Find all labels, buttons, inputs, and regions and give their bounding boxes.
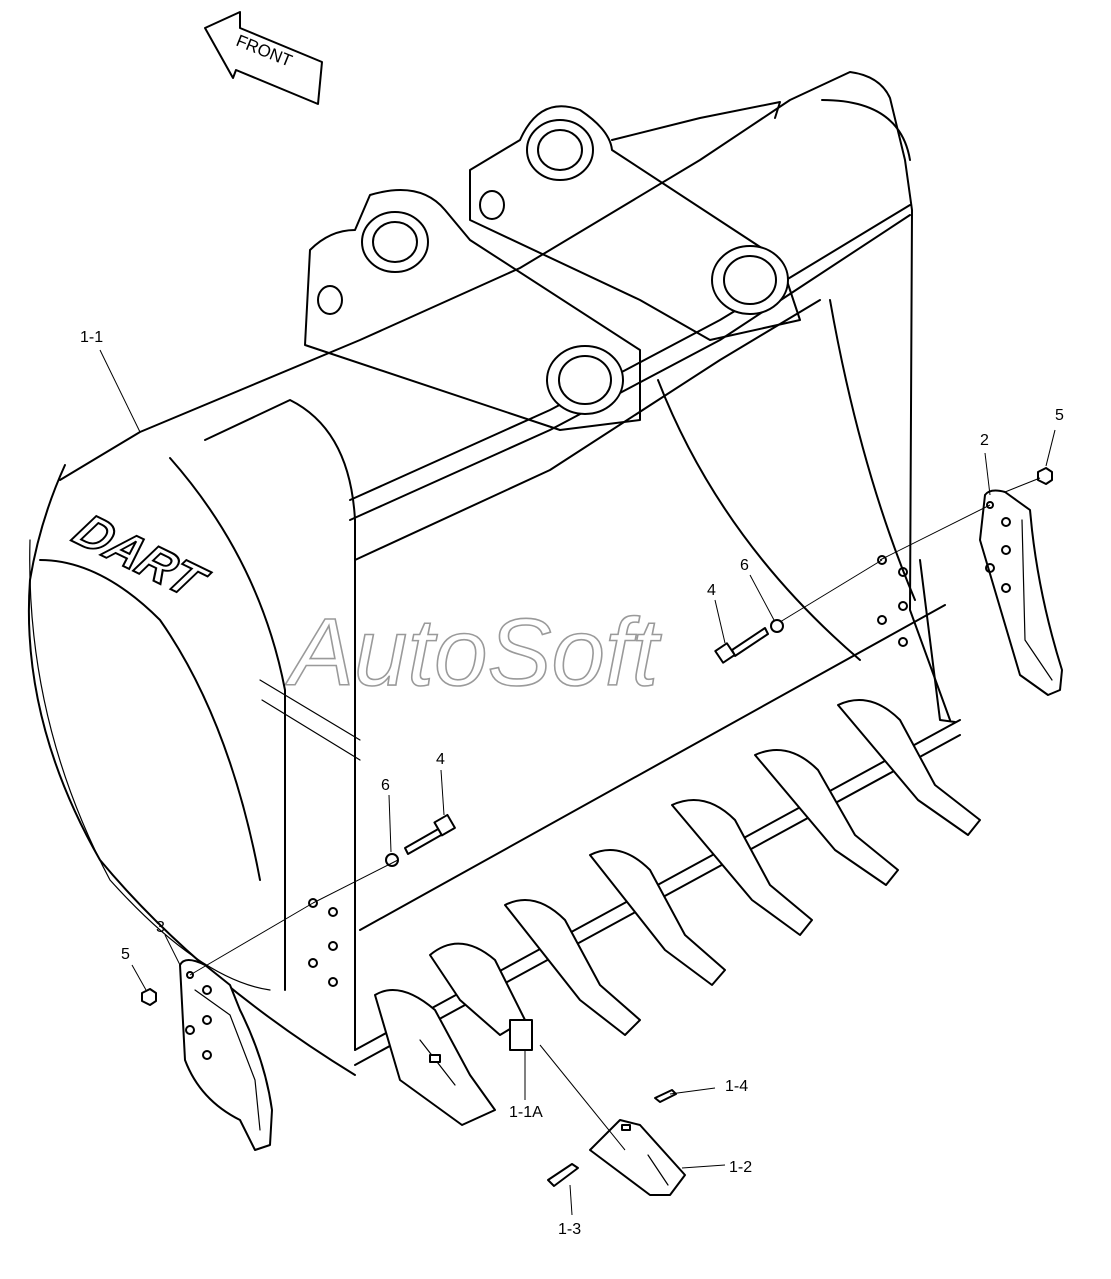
callout-labels: 1-1 1-1A 1-2 1-3 1-4 2 3 4 4 5 5 6 6 (80, 329, 1064, 1238)
side-cutter-left (179, 959, 273, 1151)
nut-right (1037, 467, 1053, 485)
tooth-lock-1-4 (654, 1089, 677, 1103)
washer-lower (385, 853, 399, 867)
tooth-3 (504, 899, 641, 1036)
teeth-row (374, 699, 981, 1126)
callout-1-4: 1-4 (725, 1078, 748, 1095)
tooth-1 (374, 989, 496, 1126)
callout-4-lower: 4 (436, 751, 445, 768)
callout-1-2: 1-2 (729, 1159, 752, 1176)
tooth-2 (429, 942, 533, 1051)
tooth-7 (837, 699, 981, 836)
callout-1-1: 1-1 (80, 329, 103, 346)
callout-5-right: 5 (1055, 407, 1064, 424)
exploded-tooth-assembly (547, 1089, 686, 1196)
callout-6-upper: 6 (740, 557, 749, 574)
tooth-4 (589, 849, 726, 986)
washer-upper (770, 619, 784, 633)
callout-4-upper: 4 (707, 582, 716, 599)
side-cutter-right (979, 489, 1063, 696)
watermark-text: AutoSoft (285, 599, 662, 706)
mounting-brackets (304, 105, 801, 431)
tooth-6 (754, 749, 899, 886)
callout-1-3: 1-3 (558, 1221, 581, 1238)
front-direction-arrow: FRONT (204, 11, 323, 105)
fasteners (141, 467, 1053, 1006)
nut-left (141, 988, 157, 1006)
callout-2: 2 (980, 432, 989, 449)
tooth-5 (671, 799, 813, 936)
tooth-pin-1-3 (547, 1163, 579, 1187)
bolt-upper (714, 627, 769, 664)
leader-lines (99, 349, 1056, 1216)
callout-6-lower: 6 (381, 777, 390, 794)
callout-5-left: 5 (121, 946, 130, 963)
callout-3: 3 (156, 919, 165, 936)
callout-1-1a: 1-1A (509, 1104, 543, 1121)
bolt-lower (404, 813, 456, 855)
brand-logo-text: DART (63, 505, 217, 609)
tooth-point-exploded (589, 1119, 686, 1196)
